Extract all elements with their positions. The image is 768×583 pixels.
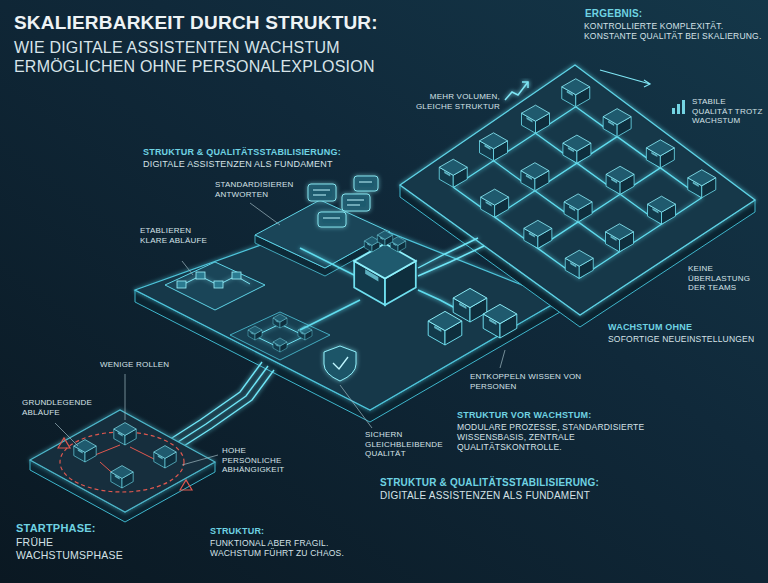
callout-label: STABILE QUALITÄT TROTZ WACHSTUM xyxy=(692,97,764,126)
section-heading: ERGEBNIS: xyxy=(585,8,642,20)
section-heading: STRUKTUR: xyxy=(210,526,264,537)
callout-label: KEINE ÜBERLASTUNG DER TEAMS xyxy=(688,264,764,293)
callout-label: SICHERN GLEICHBLEIBENDE QUALITÄT xyxy=(365,430,453,459)
callout-label: ENTKOPPELN WISSEN VON PERSONEN xyxy=(470,372,585,391)
section-heading: STRUKTUR & QUALITÄTSSTABILISIERUNG: xyxy=(143,147,341,158)
section-body: DIGITALE ASSISTENZEN ALS FUNDAMENT xyxy=(380,490,590,502)
section-body: MODULARE PROZESSE, STANDARDISIERTE WISSE… xyxy=(457,422,647,453)
section-body: FRÜHE WACHSTUMSPHASE xyxy=(16,536,116,561)
section-body: FUNKTIONAL ABER FRAGIL. WACHSTUM FÜHRT Z… xyxy=(210,538,360,558)
callout-label: GRUNDLEGENDE ABLÄUFE xyxy=(22,398,92,417)
callout-label: STANDARDISIEREN ANTWORTEN xyxy=(215,180,305,199)
callout-label: WENIGE ROLLEN xyxy=(100,360,169,370)
subtitle: WIE DIGITALE ASSISTENTEN WACHSTUM ERMÖGL… xyxy=(14,38,424,76)
title: SKALIERBARKEIT DURCH STRUKTUR: xyxy=(14,12,378,35)
section-body: SOFORTIGE NEUEINSTELLUNGEN xyxy=(608,334,754,344)
callout-label: ETABLIEREN KLARE ABLÄUFE xyxy=(140,226,215,245)
section-heading: STRUKTUR & QUALITÄTSSTABILISIERUNG: xyxy=(380,477,599,489)
callout-label: HOHE PERSÖNLICHE ABHÄNGIGKEIT xyxy=(222,446,302,475)
flow-lines-upper xyxy=(418,238,484,276)
start-platform xyxy=(30,374,218,522)
section-heading: WACHSTUM OHNE xyxy=(608,322,692,333)
section-heading: STRUKTUR VOR WACHSTUM: xyxy=(457,410,591,421)
section-body: KONTROLLIERTE KOMPLEXITÄT. KONSTANTE QUA… xyxy=(584,21,764,41)
section-body: DIGITALE ASSISTENZEN ALS FUNDAMENT xyxy=(143,159,333,170)
callout-label: MEHR VOLUMEN, GLEICHE STRUKTUR xyxy=(405,92,500,111)
section-heading: STARTPHASE: xyxy=(16,522,96,535)
